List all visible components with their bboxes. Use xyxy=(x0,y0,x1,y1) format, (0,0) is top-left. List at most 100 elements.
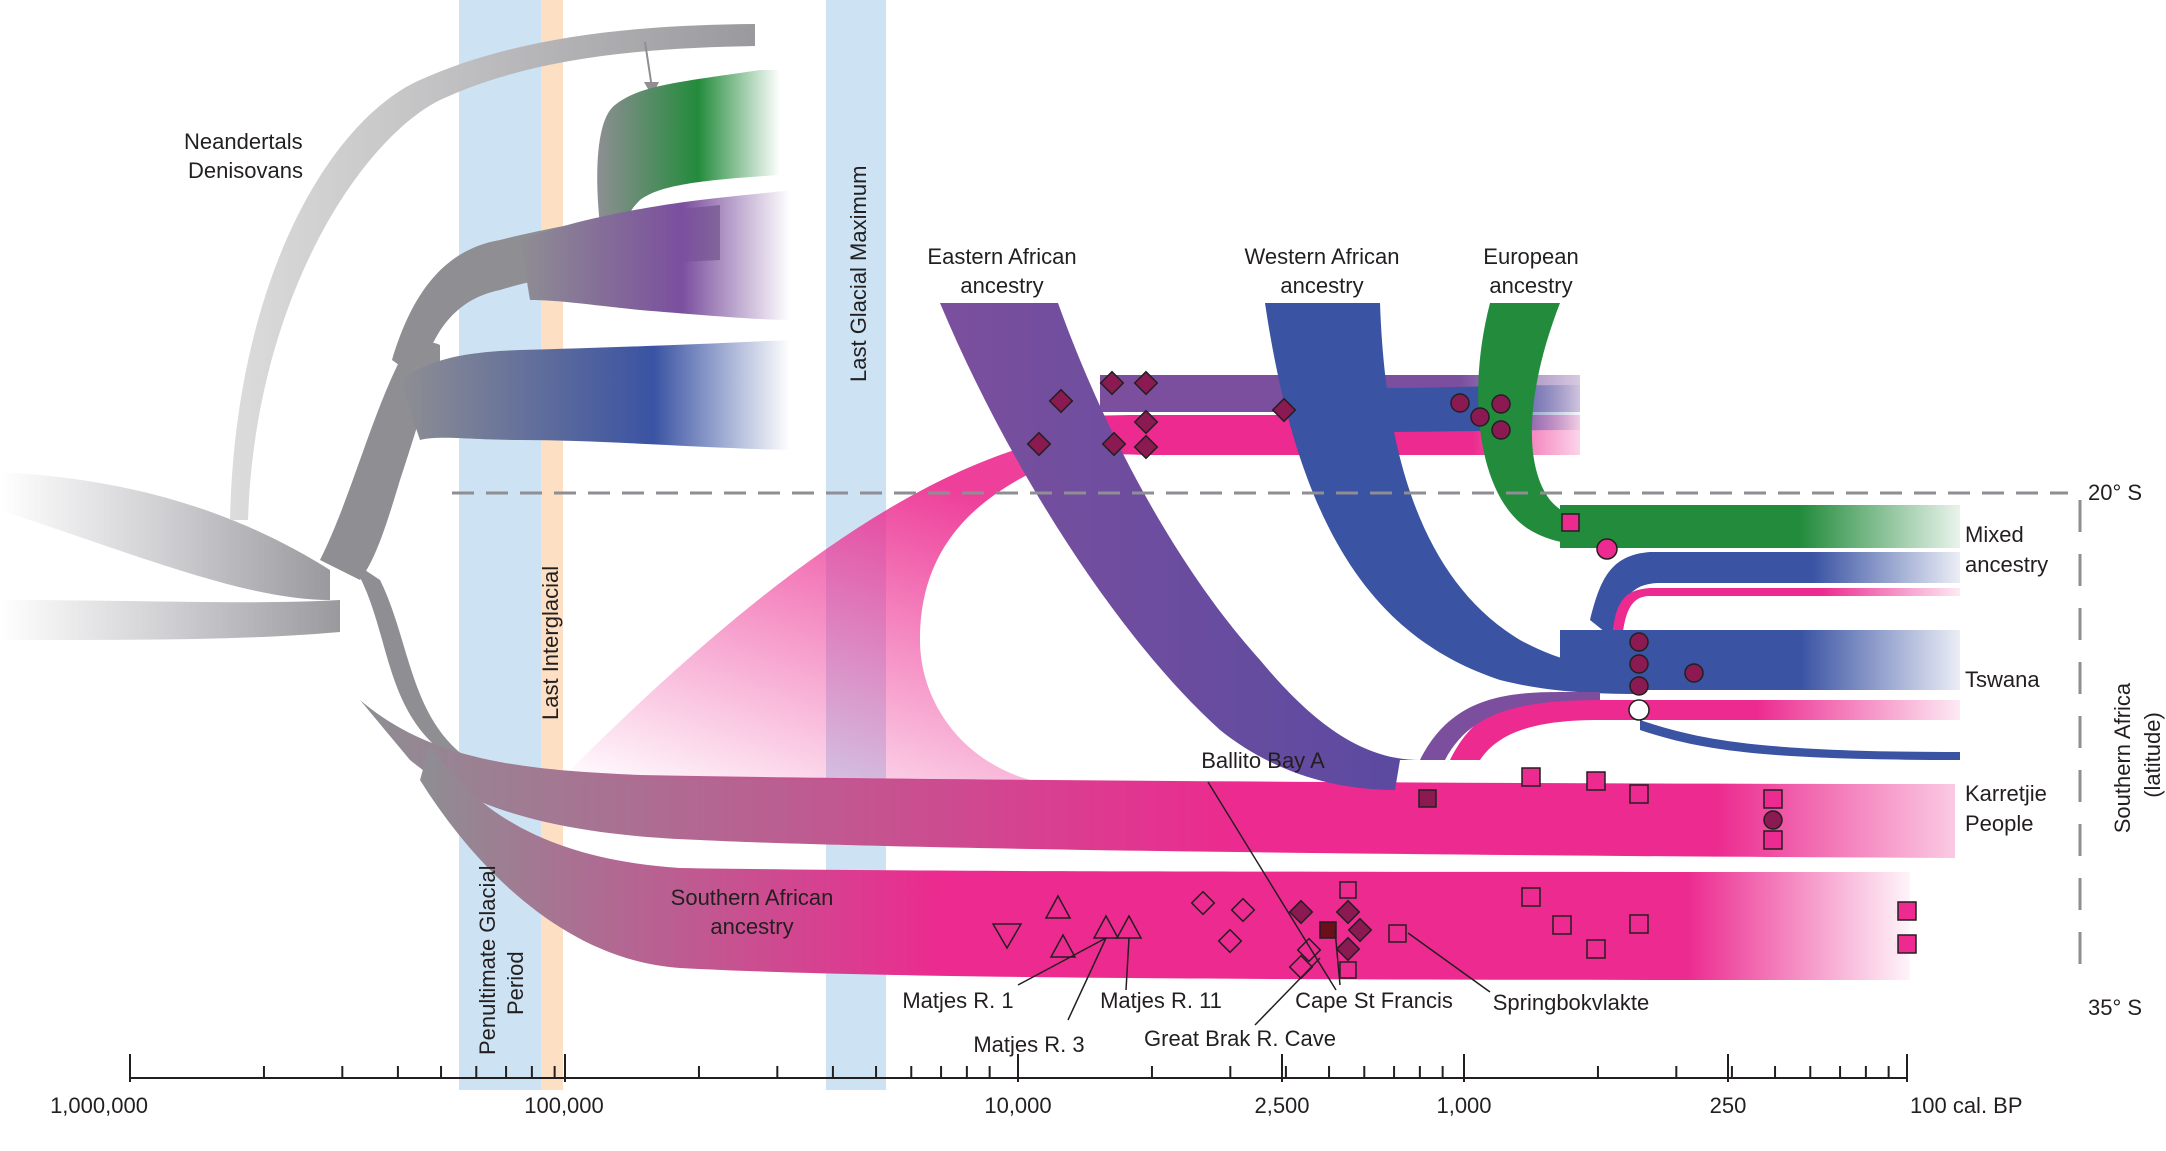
time-axis xyxy=(129,1054,1908,1082)
marker-square-open xyxy=(1629,914,1649,934)
marker-circle xyxy=(1491,420,1511,440)
label-matjes3: Matjes R. 3 xyxy=(973,1032,1084,1057)
label-neandertals: Neandertals xyxy=(184,129,303,154)
marker-diamond xyxy=(1101,431,1127,457)
label-western-2: ancestry xyxy=(1280,273,1363,298)
label-denisovans: Denisovans xyxy=(188,158,303,183)
marker-square xyxy=(1521,767,1541,787)
marker-square xyxy=(1763,789,1783,809)
marker-diamond xyxy=(1048,388,1074,414)
marker-circle xyxy=(1596,538,1618,560)
label-mixed-1: Mixed xyxy=(1965,522,2024,547)
marker-circle xyxy=(1629,654,1649,674)
time-axis-labels: 1,000,000 100,000 10,000 2,500 1,000 250… xyxy=(50,1093,2022,1118)
western-african-stream xyxy=(1265,303,1640,694)
label-tswana: Tswana xyxy=(1965,667,2040,692)
marker-square xyxy=(1319,921,1337,939)
label-european-2: ancestry xyxy=(1489,273,1572,298)
marker-square xyxy=(1897,901,1917,921)
label-karretjie-2: People xyxy=(1965,811,2034,836)
tick-label-10000: 10,000 xyxy=(984,1093,1051,1118)
marker-diamond xyxy=(1288,899,1314,925)
label-great-brak: Great Brak R. Cave xyxy=(1144,1026,1336,1051)
tick-label-250: 250 xyxy=(1710,1093,1747,1118)
blue-dip-band xyxy=(1640,720,1960,760)
marker-square xyxy=(1897,934,1917,954)
tick-label-100000: 100,000 xyxy=(524,1093,604,1118)
marker-diamond-open xyxy=(1230,897,1256,923)
marker-circle xyxy=(1450,393,1470,413)
label-penultimate-1: Penultimate Glacial xyxy=(475,865,500,1055)
label-sa-axis: Southern Africa (latitude) xyxy=(2110,677,2165,834)
label-matjes1: Matjes R. 1 xyxy=(902,988,1013,1013)
blue-mixed-band xyxy=(1590,552,1960,640)
label-karretjie-1: Karretjie xyxy=(1965,781,2047,806)
marker-circle xyxy=(1628,699,1650,721)
marker-diamond xyxy=(1099,370,1125,396)
marker-square-open xyxy=(1521,887,1541,907)
marker-triangle xyxy=(1049,933,1077,958)
neandertal-denisovan-branch xyxy=(230,24,755,520)
tick-label-2500: 2,500 xyxy=(1254,1093,1309,1118)
label-mixed-2: ancestry xyxy=(1965,552,2048,577)
marker-square xyxy=(1629,784,1649,804)
label-eastern-2: ancestry xyxy=(960,273,1043,298)
marker-diamond xyxy=(1133,434,1159,460)
label-lgm: Last Glacial Maximum xyxy=(846,166,871,382)
penultimate-glacial-band xyxy=(459,0,541,1090)
marker-circle xyxy=(1684,663,1704,683)
tswana-pink-band xyxy=(1450,700,1960,760)
marker-diamond xyxy=(1335,899,1361,925)
root-stem-upper xyxy=(0,472,330,600)
southern-african-band xyxy=(420,745,1910,980)
label-last-interglacial: Last Interglacial xyxy=(538,566,563,720)
eastern-african-stream xyxy=(940,303,1420,790)
marker-square-open xyxy=(1339,881,1357,899)
marker-circle xyxy=(1629,676,1649,696)
tswana-purple-band xyxy=(1420,692,1600,760)
label-ballito: Ballito Bay A xyxy=(1201,748,1325,773)
label-european-1: European xyxy=(1483,244,1578,269)
markers xyxy=(991,370,1917,980)
european-stream xyxy=(1478,303,1670,548)
label-sa-axis-1: Southern Africa xyxy=(2110,682,2135,833)
tick-label-1000000: 1,000,000 xyxy=(50,1093,148,1118)
introgression-arrow-line xyxy=(644,41,653,89)
marker-square xyxy=(1561,513,1580,532)
marker-square-open xyxy=(1552,915,1572,935)
label-sa-axis-2: (latitude) xyxy=(2140,712,2165,798)
trunk-lower xyxy=(350,560,470,760)
pink-mixed-band xyxy=(1612,588,1960,640)
tick-label-100: 100 cal. BP xyxy=(1910,1093,2023,1118)
label-cape-st-francis: Cape St Francis xyxy=(1295,988,1453,1013)
label-springbokvlakte: Springbokvlakte xyxy=(1493,990,1650,1015)
marker-square-open xyxy=(1586,939,1606,959)
label-eastern-1: Eastern African xyxy=(927,244,1076,269)
root-stem-lower xyxy=(0,600,340,640)
green-mixed-band xyxy=(1560,505,1960,548)
marker-square-open xyxy=(1388,924,1407,943)
marker-diamond xyxy=(1335,936,1361,962)
callout-lines xyxy=(1017,781,1491,1026)
marker-triangle xyxy=(1044,894,1072,919)
marker-diamond xyxy=(1133,409,1159,435)
label-matjes11: Matjes R. 11 xyxy=(1100,988,1222,1013)
tswana-blue-band xyxy=(1560,630,1960,690)
marker-square xyxy=(1418,789,1437,808)
label-penultimate-2: Period xyxy=(503,951,528,1015)
marker-square xyxy=(1763,830,1783,850)
tick-label-1000: 1,000 xyxy=(1436,1093,1491,1118)
marker-circle xyxy=(1470,407,1490,427)
label-western-1: Western African xyxy=(1245,244,1400,269)
marker-diamond xyxy=(1271,397,1297,423)
label-lat-20: 20° S xyxy=(2088,480,2142,505)
marker-circle xyxy=(1491,394,1511,414)
marker-square-open xyxy=(1339,961,1357,979)
karretjie-band xyxy=(360,700,1955,858)
green-branch xyxy=(597,70,780,228)
marker-diamond xyxy=(1347,917,1373,943)
label-southern-2: ancestry xyxy=(710,914,793,939)
blue-branch xyxy=(400,340,790,450)
marker-triangle-down xyxy=(991,923,1023,950)
